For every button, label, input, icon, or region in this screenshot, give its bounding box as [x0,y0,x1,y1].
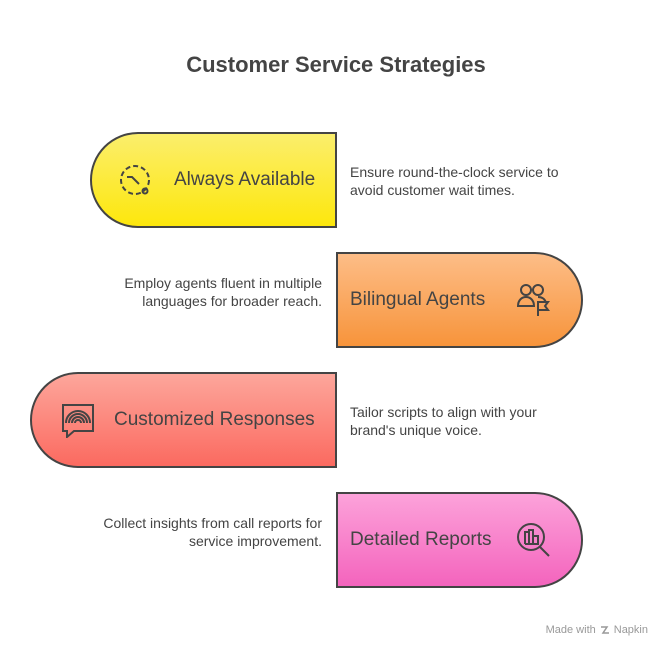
strategy-description: Collect insights from call reports for s… [103,515,322,549]
watermark-brand: Napkin [613,624,648,636]
strategy-detailed-reports: Detailed Reports [336,492,583,588]
strategy-bilingual-agents: Bilingual Agents [336,252,583,348]
strategy-label: Detailed Reports [350,529,492,550]
strategy-description: Employ agents fluent in multiple languag… [124,275,322,309]
strategy-description: Tailor scripts to align with your brand'… [350,404,537,438]
strategy-label: Customized Responses [114,409,315,430]
strategy-customized-responses: Customized Responses [30,372,337,468]
watermark: Made with Napkin [546,624,648,636]
strategy-description: Ensure round-the-clock service to avoid … [350,164,559,198]
strategy-label: Bilingual Agents [350,289,486,310]
clock-dashed-icon [120,165,150,195]
speech-bubble-arcs-icon [62,404,94,438]
strategy-label: Always Available [174,169,316,190]
watermark-prefix: Made with [545,624,596,636]
napkin-logo-icon [600,626,609,634]
page-title: Customer Service Strategies [186,52,486,77]
strategy-always-available: Always Available [90,132,337,228]
report-magnifier-icon [517,523,550,557]
people-flag-icon [516,284,550,316]
